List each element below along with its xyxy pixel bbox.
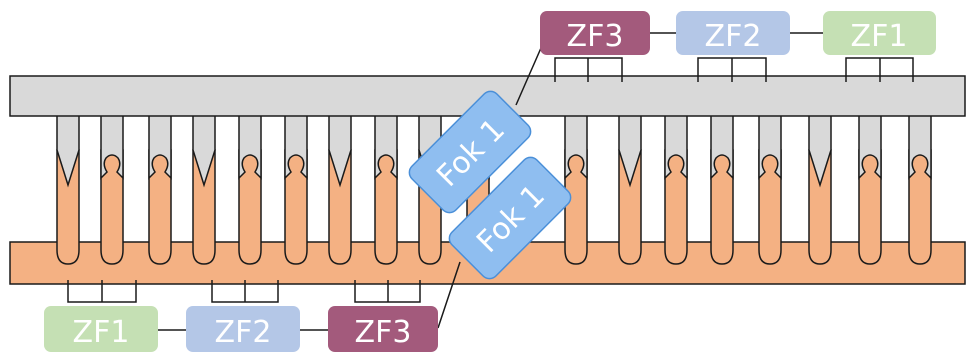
bottom-zf3-box: ZF3 [328, 306, 438, 352]
base-pair [238, 113, 262, 265]
top-zf1-box: ZF1 [823, 11, 936, 55]
bottom-zf2-label: ZF2 [215, 315, 272, 350]
bottom-zf1-label: ZF1 [73, 315, 130, 350]
base-pair [148, 113, 172, 265]
top-zf3-label: ZF3 [567, 19, 624, 54]
base-pair [618, 113, 642, 265]
top-zf2-box: ZF2 [676, 11, 790, 55]
base-pair [284, 113, 308, 265]
top-zf1-binding-bracket [845, 57, 914, 82]
base-pair [192, 113, 216, 265]
bottom-zf3-label: ZF3 [355, 315, 412, 350]
base-pair [710, 113, 734, 265]
base-pair [808, 113, 832, 265]
top-zinc-finger-array: ZF3 ZF2 ZF1 [540, 11, 936, 55]
bottom-fok1-tether [437, 261, 461, 329]
base-pair [858, 113, 882, 265]
base-pair [664, 113, 688, 265]
top-zf1-label: ZF1 [851, 19, 908, 54]
binding-site-brackets [67, 57, 914, 303]
top-zf3-binding-bracket [554, 57, 623, 82]
base-pair [908, 113, 932, 265]
bottom-zf1-box: ZF1 [44, 306, 158, 352]
base-pair [328, 113, 352, 265]
bottom-zf2-binding-bracket [211, 280, 279, 303]
base-pair [374, 113, 398, 265]
base-pair [56, 113, 80, 265]
bottom-zinc-finger-array: ZF1 ZF2 ZF3 [44, 306, 438, 352]
base-pair [564, 113, 588, 265]
bottom-zf3-binding-bracket [354, 280, 421, 303]
bottom-zf1-binding-bracket [67, 280, 137, 303]
bottom-zf2-box: ZF2 [186, 306, 300, 352]
top-zf3-box: ZF3 [540, 11, 650, 55]
base-pair [100, 113, 124, 265]
base-pair [758, 113, 782, 265]
top-zf2-binding-bracket [697, 57, 767, 82]
top-zf2-label: ZF2 [705, 19, 762, 54]
